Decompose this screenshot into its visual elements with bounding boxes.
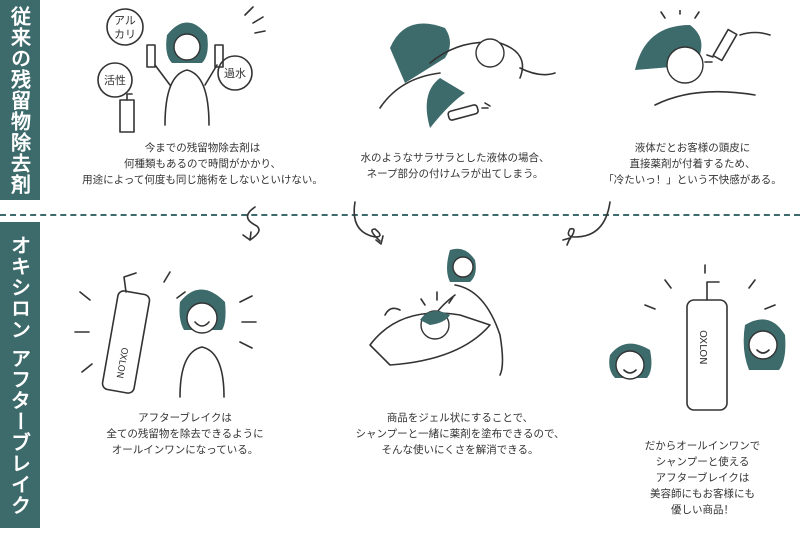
bottle-brand-right: OXLON [697,330,708,365]
bubble-peroxide: 過水 [224,67,246,80]
section-title-oxlon: オキシロン アフターブレイク [7,234,32,516]
bubble-alkali-line1: アル [114,14,136,27]
illustration-gentle-product: OXLON [605,260,795,425]
arrow-center-icon [350,200,390,250]
section-divider [0,214,800,216]
illustration-all-in-one: OXLON [70,262,260,402]
bottle-brand-left: OXLON [114,346,129,378]
section-band-conventional: 従来の残留物除去剤 [0,0,40,200]
illustration-multiple-products: アル カリ 活性 過水 [95,5,275,135]
arrow-right-icon [555,200,615,250]
caption-bottom-center: 商品をジェル状にすることで、 シャンプーと一緒に薬剤を塗布できるので、 そんな使… [355,412,565,456]
arrow-left-icon [230,205,270,245]
illustration-cold-discomfort [625,10,775,120]
illustration-gel-shampoo [365,245,555,385]
caption-bottom-left: アフターブレイクは 全ての残留物を除去できるように オールインワンになっている。 [106,412,264,456]
caption-bottom-right: だからオールインワンで シャンプーと使える アフターブレイクは 美容師にもお客様… [644,440,761,516]
bubble-active: 活性 [104,73,126,87]
section-title-conventional: 従来の残留物除去剤 [7,5,32,195]
caption-top-center: 水のようなサラサラとした液体の場合、 ネープ部分の付けムラが出てしまう。 [360,152,550,180]
bubble-alkali-line2: カリ [114,28,136,41]
illustration-nape-unevenness [370,8,560,133]
caption-top-right: 液体だとお客様の頭皮に 直接薬剤が付着するため、 「冷たいっ！」という不快感があ… [603,142,782,186]
caption-top-left: 今までの残留物除去剤は 何種類もあるので時間がかかり、 用途によって何度も同じ施… [82,142,323,186]
section-band-oxlon: オキシロン アフターブレイク [0,222,40,528]
